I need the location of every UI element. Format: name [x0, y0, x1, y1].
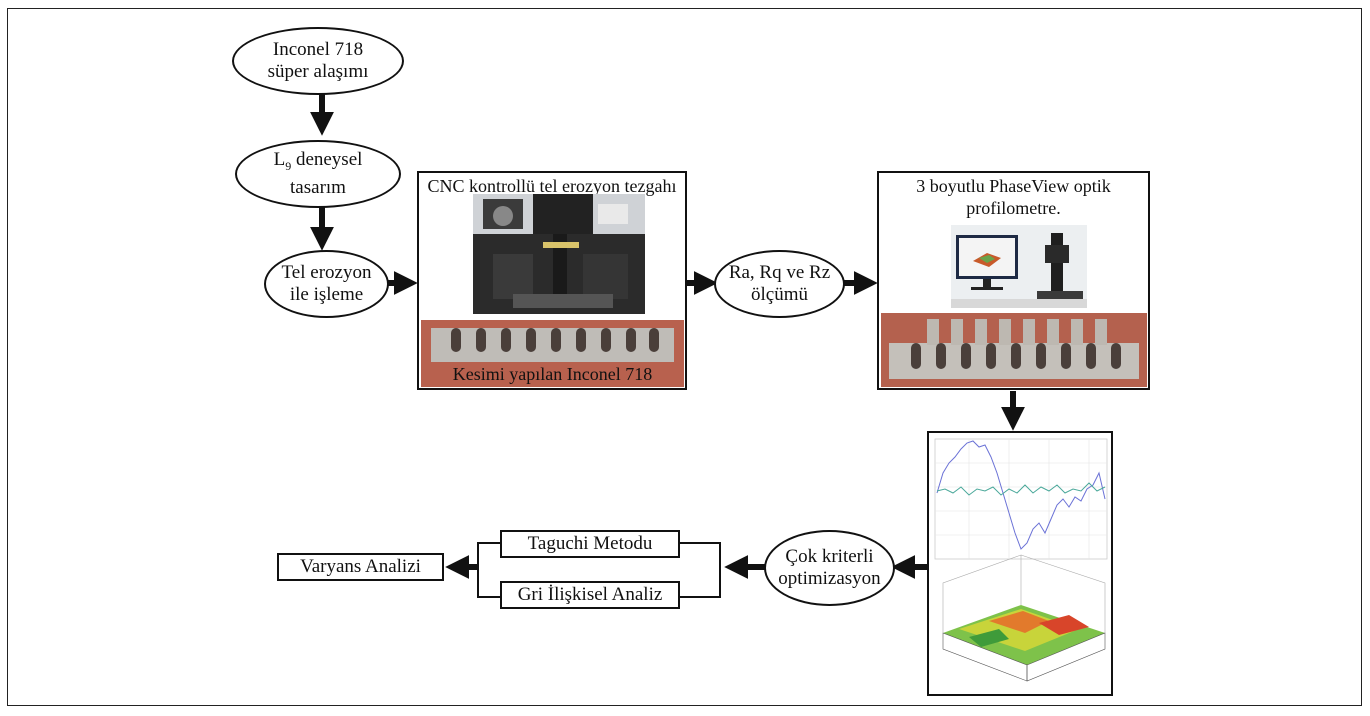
node-taguchi-metodu: Taguchi Metodu — [500, 530, 680, 558]
node-olcum-line1: Ra, Rq ve Rz — [728, 262, 831, 283]
node-varyans-analizi: Varyans Analizi — [277, 553, 444, 581]
profilometer-title-line2: profilometre. — [966, 198, 1061, 218]
node-ra-rq-rz-olcum: Ra, Rq ve Rz ölçümü — [714, 250, 845, 318]
node-inconel-line2: süper alaşımı — [267, 61, 369, 82]
node-olcum-line2: ölçümü — [751, 284, 808, 305]
cnc-box-title: CNC kontrollü tel erozyon tezgahı — [427, 176, 677, 196]
cnc-machine-image — [473, 194, 645, 314]
surface-plots-box — [927, 431, 1113, 696]
cnc-machine-photo — [473, 194, 645, 314]
node-varyans-label: Varyans Analizi — [300, 556, 421, 577]
node-cok-line1: Çok kriterli — [785, 546, 874, 567]
bracket-left — [477, 542, 500, 598]
cnc-box-caption: Kesimi yapılan Inconel 718 — [452, 364, 653, 384]
node-taguchi-label: Taguchi Metodu — [527, 533, 653, 554]
node-cok-line2: optimizasyon — [778, 568, 881, 589]
inconel-plank-photo-2 — [881, 313, 1147, 387]
node-tel-line1: Tel erozyon — [281, 262, 372, 283]
profilometer-image — [951, 225, 1087, 308]
profile-line-blue — [936, 440, 1106, 550]
inconel-plank-image-1 — [421, 320, 684, 387]
node-inconel-718: Inconel 718 süper alaşımı — [232, 27, 404, 95]
bracket-right — [680, 542, 721, 598]
profilometer-title-line1: 3 boyutlu PhaseView optik — [916, 176, 1111, 196]
node-cok-kriterli-optimizasyon: Çok kriterli optimizasyon — [764, 530, 895, 606]
node-l9-line2: tasarım — [290, 176, 346, 198]
inconel-plank-image-2 — [881, 313, 1147, 387]
node-tel-erozyon: Tel erozyon ile işleme — [264, 250, 389, 318]
node-gri-label: Gri İlişkisel Analiz — [517, 584, 663, 605]
surface-plots-image — [934, 438, 1108, 682]
node-l9-design: L9 deneysel tasarım — [235, 140, 401, 208]
surface-3d — [942, 554, 1106, 682]
node-tel-line2: ile işleme — [289, 284, 364, 305]
profilometer-photo — [951, 225, 1087, 308]
inconel-plank-photo-1 — [421, 320, 684, 387]
node-inconel-line1: Inconel 718 — [272, 39, 364, 60]
diagram-frame — [7, 8, 1362, 706]
profile-line-teal — [936, 482, 1106, 496]
node-gri-iliskisel-analiz: Gri İlişkisel Analiz — [500, 581, 680, 609]
node-l9-line1: L9 deneysel — [273, 149, 363, 173]
